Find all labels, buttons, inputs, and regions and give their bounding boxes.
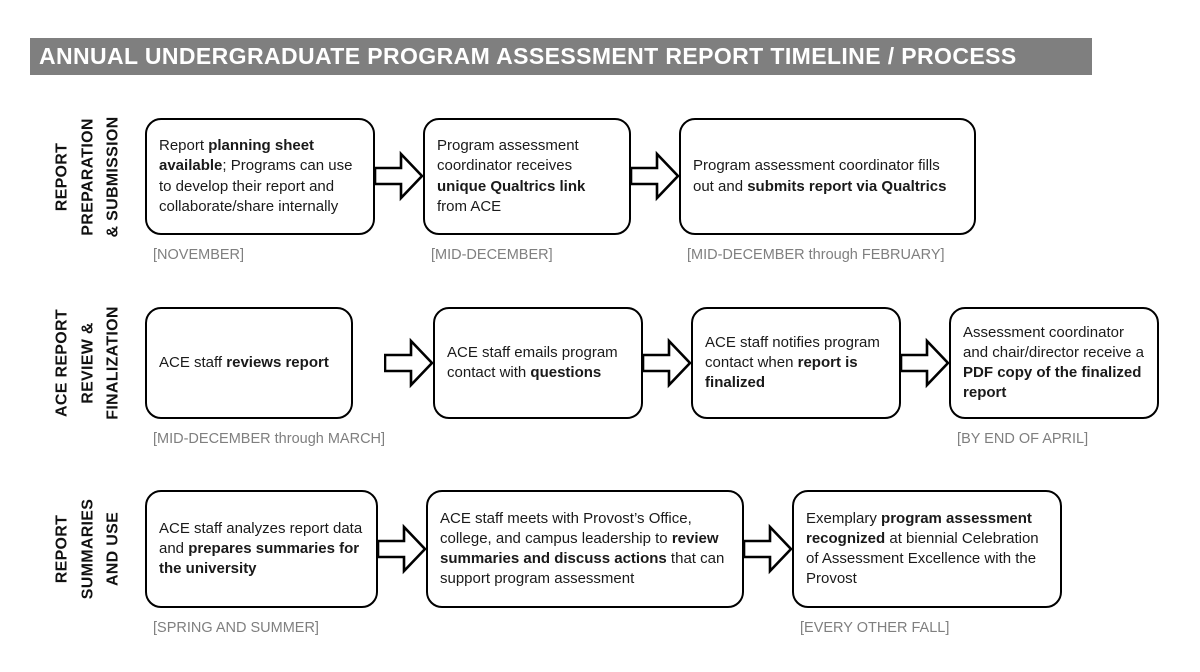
- process-box: ACE staff analyzes report data and prepa…: [145, 490, 378, 608]
- process-box: Report planning sheet available; Program…: [145, 118, 375, 235]
- date-label: [MID-DECEMBER through FEBRUARY]: [687, 247, 945, 263]
- process-step: Exemplary program assessment recognized …: [792, 490, 1062, 638]
- process-step: Program assessment coordinator receives …: [423, 118, 631, 265]
- process-step: ACE staff notifies program contact when …: [691, 307, 902, 449]
- row-label-line: AND USE: [104, 511, 122, 587]
- row-label-line: SUMMARIES: [78, 498, 96, 600]
- row-label-line: ACE REPORT: [53, 309, 71, 417]
- page-title: ANNUAL UNDERGRADUATE PROGRAM ASSESSMENT …: [30, 38, 1092, 75]
- date-label: [MID-DECEMBER through MARCH]: [153, 431, 386, 447]
- process-box-text: Program assessment coordinator receives …: [437, 137, 586, 215]
- date-label: [MID-DECEMBER]: [431, 247, 553, 263]
- flow-row-review: ACE REPORT REVIEW & FINALIZATION ACE sta…: [30, 306, 1200, 449]
- row-label-text: ACE REPORT REVIEW & FINALIZATION: [49, 306, 126, 420]
- flow-arrow-icon: [374, 150, 424, 202]
- process-box: ACE staff notifies program contact when …: [691, 307, 902, 419]
- process-box: ACE staff reviews report: [145, 307, 353, 419]
- process-box-text: Report planning sheet available; Program…: [159, 137, 353, 215]
- process-box-text: ACE staff analyzes report data and prepa…: [159, 519, 363, 578]
- date-label: [SPRING AND SUMMER]: [153, 620, 319, 636]
- process-step: Assessment coordinator and chair/directo…: [949, 307, 1160, 449]
- process-step: Report planning sheet available; Program…: [145, 118, 375, 265]
- process-step: ACE staff emails program contact with qu…: [433, 307, 644, 449]
- row-label: REPORT PREPARATION & SUBMISSION: [30, 116, 145, 237]
- process-box-text: ACE staff meets with Provost’s Office, c…: [440, 509, 725, 588]
- date-label: [426, 620, 744, 638]
- row-label-line: PREPARATION: [78, 117, 96, 236]
- process-step: Program assessment coordinator fills out…: [679, 118, 976, 265]
- process-box-text: Assessment coordinator and chair/directo…: [963, 323, 1144, 402]
- process-box-text: Program assessment coordinator fills out…: [693, 157, 947, 195]
- row-label-line: REPORT: [53, 142, 71, 211]
- row-label-line: REVIEW &: [78, 322, 96, 404]
- row-label-text: REPORT SUMMARIES AND USE: [49, 499, 126, 599]
- process-box-text: ACE staff reviews report: [159, 353, 329, 371]
- process-step: ACE staff reviews report [MID-DECEMBER t…: [145, 307, 385, 449]
- process-box: Exemplary program assessment recognized …: [792, 490, 1062, 608]
- process-box-text: Exemplary program assessment recognized …: [806, 509, 1039, 588]
- flow-arrow-icon: [743, 523, 793, 575]
- date-label: [433, 431, 643, 449]
- process-box: ACE staff emails program contact with qu…: [433, 307, 644, 419]
- process-step: ACE staff analyzes report data and prepa…: [145, 490, 378, 638]
- row-label-text: REPORT PREPARATION & SUBMISSION: [49, 116, 126, 237]
- process-box: ACE staff meets with Provost’s Office, c…: [426, 490, 744, 608]
- process-box: Program assessment coordinator fills out…: [679, 118, 976, 235]
- row-label-line: & SUBMISSION: [104, 116, 122, 237]
- flow-row-summaries: REPORT SUMMARIES AND USE ACE staff analy…: [30, 490, 1200, 638]
- date-label: [691, 431, 901, 449]
- row-label-line: FINALIZATION: [104, 306, 122, 420]
- flow-arrow-icon: [384, 337, 434, 389]
- row-label-line: REPORT: [53, 514, 71, 584]
- process-box-text: ACE staff emails program contact with qu…: [447, 343, 618, 381]
- process-step: ACE staff meets with Provost’s Office, c…: [426, 490, 744, 638]
- flow-arrow-icon: [900, 337, 950, 389]
- process-box: Assessment coordinator and chair/directo…: [949, 307, 1160, 419]
- flow-arrow-icon: [630, 150, 680, 202]
- flow-arrow-icon: [377, 523, 427, 575]
- process-box-text: ACE staff notifies program contact when …: [705, 333, 880, 392]
- row-label: ACE REPORT REVIEW & FINALIZATION: [30, 306, 145, 420]
- date-label: [EVERY OTHER FALL]: [800, 620, 950, 636]
- flow-row-preparation: REPORT PREPARATION & SUBMISSION Report p…: [30, 116, 1200, 265]
- row-label: REPORT SUMMARIES AND USE: [30, 490, 145, 608]
- date-label: [BY END OF APRIL]: [957, 431, 1089, 447]
- date-label: [NOVEMBER]: [153, 247, 245, 263]
- process-box: Program assessment coordinator receives …: [423, 118, 631, 235]
- flow-arrow-icon: [642, 337, 692, 389]
